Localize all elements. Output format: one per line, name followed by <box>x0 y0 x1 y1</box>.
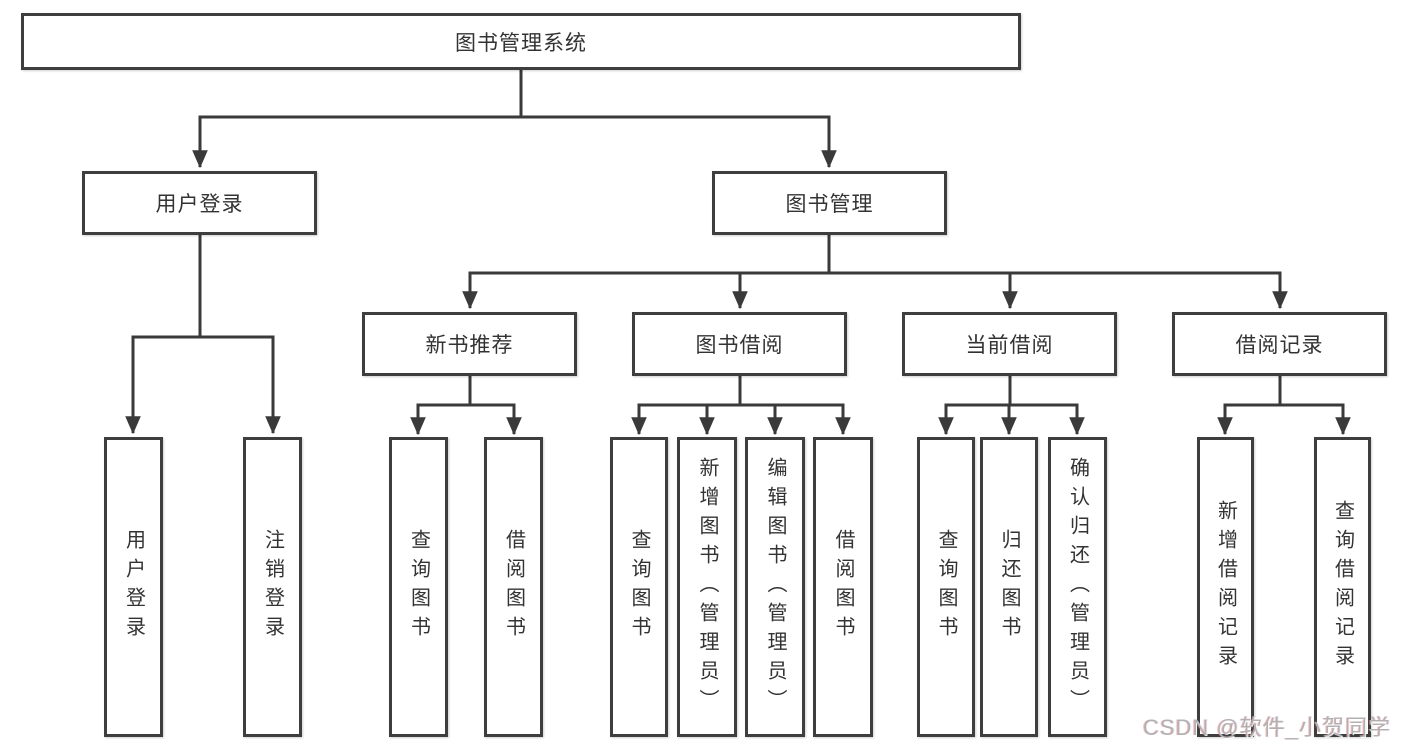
node-current-borrowing: 当前借阅 <box>902 312 1117 376</box>
node-add-book-admin: 新增图书（管理员） <box>677 437 737 737</box>
edge-records-query-record <box>1278 376 1351 436</box>
edge-root-user-login-group <box>192 69 523 169</box>
node-add-borrow-record-label: 新增借阅记录 <box>1214 500 1237 674</box>
node-new-book-recommendation-label: 新书推荐 <box>425 334 514 357</box>
node-query-books-rec-label: 查询图书 <box>407 529 430 645</box>
node-borrowing-records: 借阅记录 <box>1172 312 1387 376</box>
edge-login-logout <box>198 235 281 435</box>
edge-login-user-login <box>125 235 202 435</box>
node-edit-book-admin: 编辑图书（管理员） <box>745 437 805 737</box>
node-library-management-system-label: 图书管理系统 <box>455 31 587 55</box>
node-query-borrow-record: 查询借阅记录 <box>1314 437 1371 737</box>
node-return-book-label: 归还图书 <box>998 529 1020 645</box>
edge-current-query-books <box>938 376 1012 436</box>
node-current-borrowing-label: 当前借阅 <box>965 334 1054 357</box>
edge-mgmt-borrow-records <box>827 235 1288 310</box>
node-logout-label: 注销登录 <box>261 529 284 645</box>
node-query-books-rec: 查询图书 <box>389 437 448 737</box>
node-query-books-current: 查询图书 <box>917 437 975 737</box>
node-borrowing-records-label: 借阅记录 <box>1235 334 1324 357</box>
edge-rec-borrow-books <box>468 376 522 436</box>
node-book-borrowing: 图书借阅 <box>632 312 847 376</box>
node-new-book-recommendation: 新书推荐 <box>362 312 577 376</box>
edge-borrow-borrow-books <box>738 376 851 436</box>
edge-current-confirm-return <box>1008 376 1085 436</box>
node-user-login-group: 用户登录 <box>82 171 317 235</box>
node-confirm-return-admin: 确认归还（管理员） <box>1048 437 1107 737</box>
node-add-book-admin-label: 新增图书（管理员） <box>696 456 718 718</box>
node-query-books-current-label: 查询图书 <box>935 529 957 645</box>
edge-rec-query-books <box>410 376 472 436</box>
node-query-books-borrow-label: 查询图书 <box>628 529 650 645</box>
node-book-borrowing-label: 图书借阅 <box>695 334 784 357</box>
node-return-book: 归还图书 <box>980 437 1038 737</box>
node-user-login-group-label: 用户登录 <box>155 193 244 216</box>
node-borrow-books-rec-label: 借阅图书 <box>502 529 525 645</box>
node-add-borrow-record: 新增借阅记录 <box>1197 437 1254 737</box>
node-query-borrow-record-label: 查询借阅记录 <box>1331 500 1354 674</box>
csdn-watermark: CSDN @软件_小贺同学 <box>1142 715 1391 740</box>
node-query-books-borrow: 查询图书 <box>610 437 668 737</box>
node-borrow-books-borrow-label: 借阅图书 <box>832 529 854 645</box>
node-user-login-label: 用户登录 <box>122 529 145 645</box>
node-user-login: 用户登录 <box>104 437 163 737</box>
node-confirm-return-admin-label: 确认归还（管理员） <box>1066 456 1089 718</box>
node-logout: 注销登录 <box>243 437 302 737</box>
node-library-management-system: 图书管理系统 <box>21 13 1021 70</box>
node-borrow-books-borrow: 借阅图书 <box>813 437 873 737</box>
node-edit-book-admin-label: 编辑图书（管理员） <box>764 456 786 718</box>
node-borrow-books-rec: 借阅图书 <box>484 437 543 737</box>
edge-borrow-add-book <box>699 376 742 436</box>
edge-records-add-record <box>1217 376 1282 436</box>
node-book-management-label: 图书管理 <box>785 193 874 216</box>
node-book-management: 图书管理 <box>712 171 947 235</box>
edge-mgmt-book-borrow <box>732 235 831 310</box>
edge-root-book-mgmt <box>519 69 837 169</box>
